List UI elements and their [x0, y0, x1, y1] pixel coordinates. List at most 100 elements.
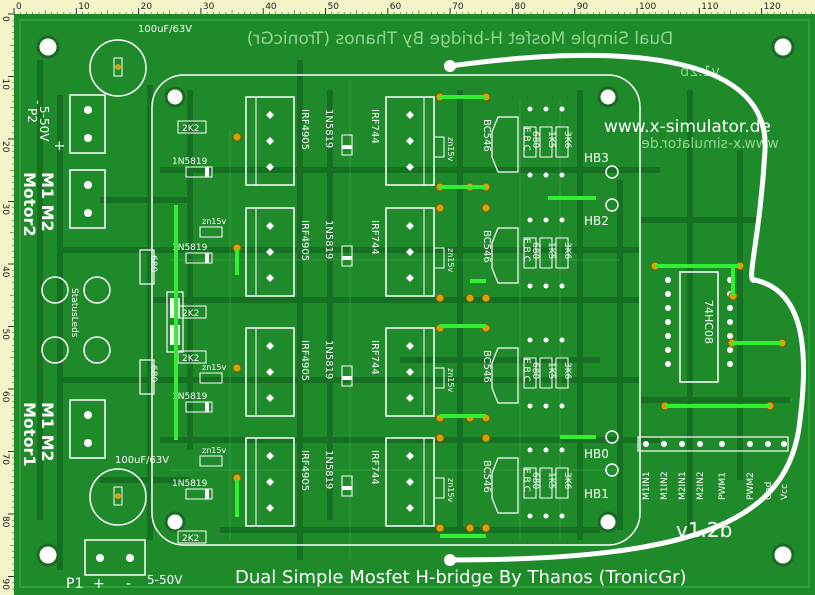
irf4905-pin	[266, 504, 274, 512]
irf4905-pin	[266, 137, 274, 145]
resistor-pad	[527, 403, 533, 409]
zener-label: zn15v	[446, 137, 455, 161]
zener-body	[433, 136, 445, 158]
input-header-pin	[679, 441, 685, 447]
r680-left-bottom: 680	[148, 365, 158, 382]
irf744-pin	[406, 394, 414, 402]
ic-74hc08	[679, 271, 719, 383]
connector-pins-left	[84, 106, 134, 562]
input-pin-label: M2IN2	[696, 471, 706, 500]
resistor-2k2	[177, 120, 207, 134]
resistor-pad	[527, 447, 533, 453]
irf4905-pin	[266, 452, 274, 460]
solder-pad	[481, 433, 491, 443]
mounting-hole-bottom-right	[771, 543, 795, 567]
diode-left	[185, 401, 213, 413]
bc546-package	[491, 227, 519, 284]
resistor-pad	[543, 172, 549, 178]
cap-bottom-label: 100uF/63V	[115, 455, 169, 466]
input-pin-label: M1IN2	[660, 471, 670, 500]
hb-test-points	[605, 165, 619, 477]
ic-label: 74HC08	[702, 300, 715, 344]
connector-motor2	[69, 169, 106, 229]
irf4905-pin	[266, 394, 274, 402]
irf4905-pin	[266, 274, 274, 282]
resistor-label: 1K5	[546, 131, 556, 148]
input-pin-label: PWM2	[746, 472, 756, 500]
diode-left-label: 1N5819	[172, 479, 208, 489]
irf744-label: IRF744	[369, 340, 380, 375]
mounting-holes	[36, 35, 795, 567]
irf4905-label: IRF4905	[299, 109, 310, 150]
p1-range-label: 5-50V	[147, 573, 183, 587]
bc546-label: BC546	[481, 460, 492, 493]
input-pin-label: Vcc	[780, 484, 790, 500]
flying-wire	[449, 53, 807, 563]
resistor-body	[523, 467, 537, 499]
resistor-2k2-label: 2K2	[182, 354, 199, 364]
capacitor-bottom: 100uF/63V	[89, 455, 169, 526]
irf744-pin	[406, 504, 414, 512]
solder-pad	[232, 363, 242, 373]
top-ruler-label: 110	[701, 2, 718, 12]
solder-pad	[481, 293, 491, 303]
irf4905-pin	[266, 342, 274, 350]
cap-top-label: 100uF/63V	[138, 24, 192, 35]
solder-pad	[465, 293, 475, 303]
irf4905-tab	[245, 327, 257, 417]
hb1-label: HB1	[584, 487, 609, 501]
diode-left-band	[205, 253, 209, 263]
solder-pad	[435, 523, 445, 533]
capacitor-top: 100uF/63V	[89, 24, 192, 97]
zener-body	[433, 247, 445, 269]
irf744-pin	[406, 452, 414, 460]
solder-pad	[435, 293, 445, 303]
mounting-hole-inner-4	[597, 511, 619, 533]
resistor-body	[523, 357, 537, 389]
irf4905-tab	[245, 207, 257, 297]
left-ruler-label: 20	[0, 141, 10, 153]
input-pin-label: M1IN1	[642, 471, 652, 500]
zener-label: zn15v	[446, 248, 455, 272]
p2-name-label: P2	[25, 108, 39, 123]
resistor-pad	[527, 513, 533, 519]
diode-1n5819-label: 1N5819	[323, 340, 334, 379]
resistor-2k2-label: 2K2	[182, 309, 199, 319]
irf4905-tab	[245, 437, 257, 527]
board-substrate	[14, 14, 815, 595]
resistor-pad	[527, 106, 533, 112]
irf744-pin	[406, 368, 414, 376]
input-header-pins	[643, 441, 787, 447]
solder-pad	[465, 523, 475, 533]
solder-pad	[481, 203, 491, 213]
top-ruler-label: 10	[78, 2, 90, 12]
p1-plus-label: +	[93, 576, 105, 592]
zener-left	[199, 226, 223, 238]
resistor-body	[555, 237, 569, 269]
resistor-pad	[559, 337, 565, 343]
diode-left	[185, 488, 213, 500]
mirrored-site-text: www.x-simulator.de	[641, 136, 779, 152]
irf744-label: IRF744	[369, 450, 380, 485]
motor2-pins-label: M1 M2	[38, 172, 57, 232]
irf744-label: IRF744	[369, 109, 380, 144]
irf4905-pin	[266, 163, 274, 171]
zener-label: zn15v	[446, 478, 455, 502]
mounting-hole-top-right	[771, 35, 795, 59]
ebc-label: E B C	[521, 358, 531, 382]
resistor-label: 3K6	[562, 362, 572, 380]
bc546-package	[491, 457, 519, 514]
resistor-pad	[527, 337, 533, 343]
connector-p1	[84, 539, 146, 576]
ebc-label: E B C	[521, 238, 531, 262]
resistor-label: 1K5	[546, 472, 556, 489]
resistor-label: 680	[530, 131, 540, 148]
resistor-pad	[559, 172, 565, 178]
resistor-body	[523, 237, 537, 269]
irf744-pin	[406, 478, 414, 486]
resistor-body	[539, 357, 553, 389]
mounting-hole-top-left	[36, 35, 60, 59]
